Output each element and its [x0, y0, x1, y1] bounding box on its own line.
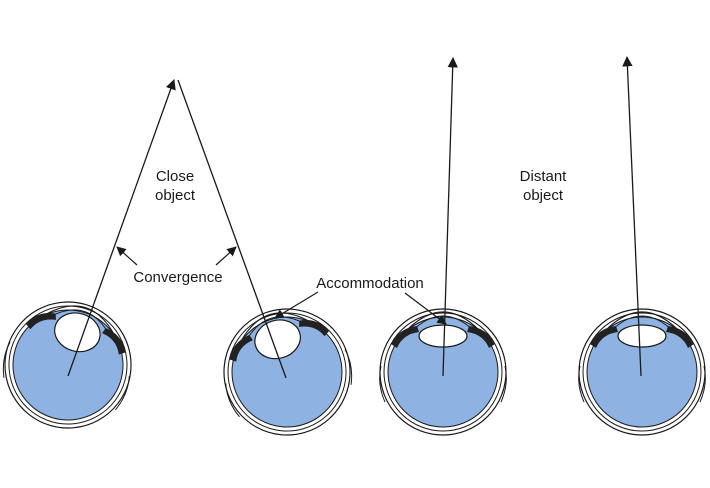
convergence-arrow-left: [116, 246, 138, 266]
close-object-label-line2: object: [155, 187, 196, 204]
convergence-label: Convergence: [133, 269, 222, 286]
convergence-arrow-right: [215, 246, 237, 266]
accommodation-arrow-left: [274, 291, 319, 319]
eye-distant-right: [578, 308, 706, 436]
eye-distant-left: [379, 308, 507, 436]
sight-line-distant-right: [622, 55, 642, 377]
accommodation-arrow-right: [404, 292, 447, 325]
eye-close-left: [0, 286, 147, 444]
sight-line-close-right: [177, 79, 287, 379]
eye-close-right: [208, 293, 366, 451]
lens: [617, 324, 667, 348]
sight-line-close-left: [67, 79, 176, 377]
lens: [418, 324, 468, 348]
accommodation-label: Accommodation: [316, 275, 424, 292]
distant-object-label-line1: Distant: [520, 168, 568, 185]
lens: [54, 312, 101, 353]
lens: [254, 319, 301, 360]
distant-object-label-line2: object: [523, 187, 564, 204]
close-object-label-line1: Close: [156, 168, 194, 185]
